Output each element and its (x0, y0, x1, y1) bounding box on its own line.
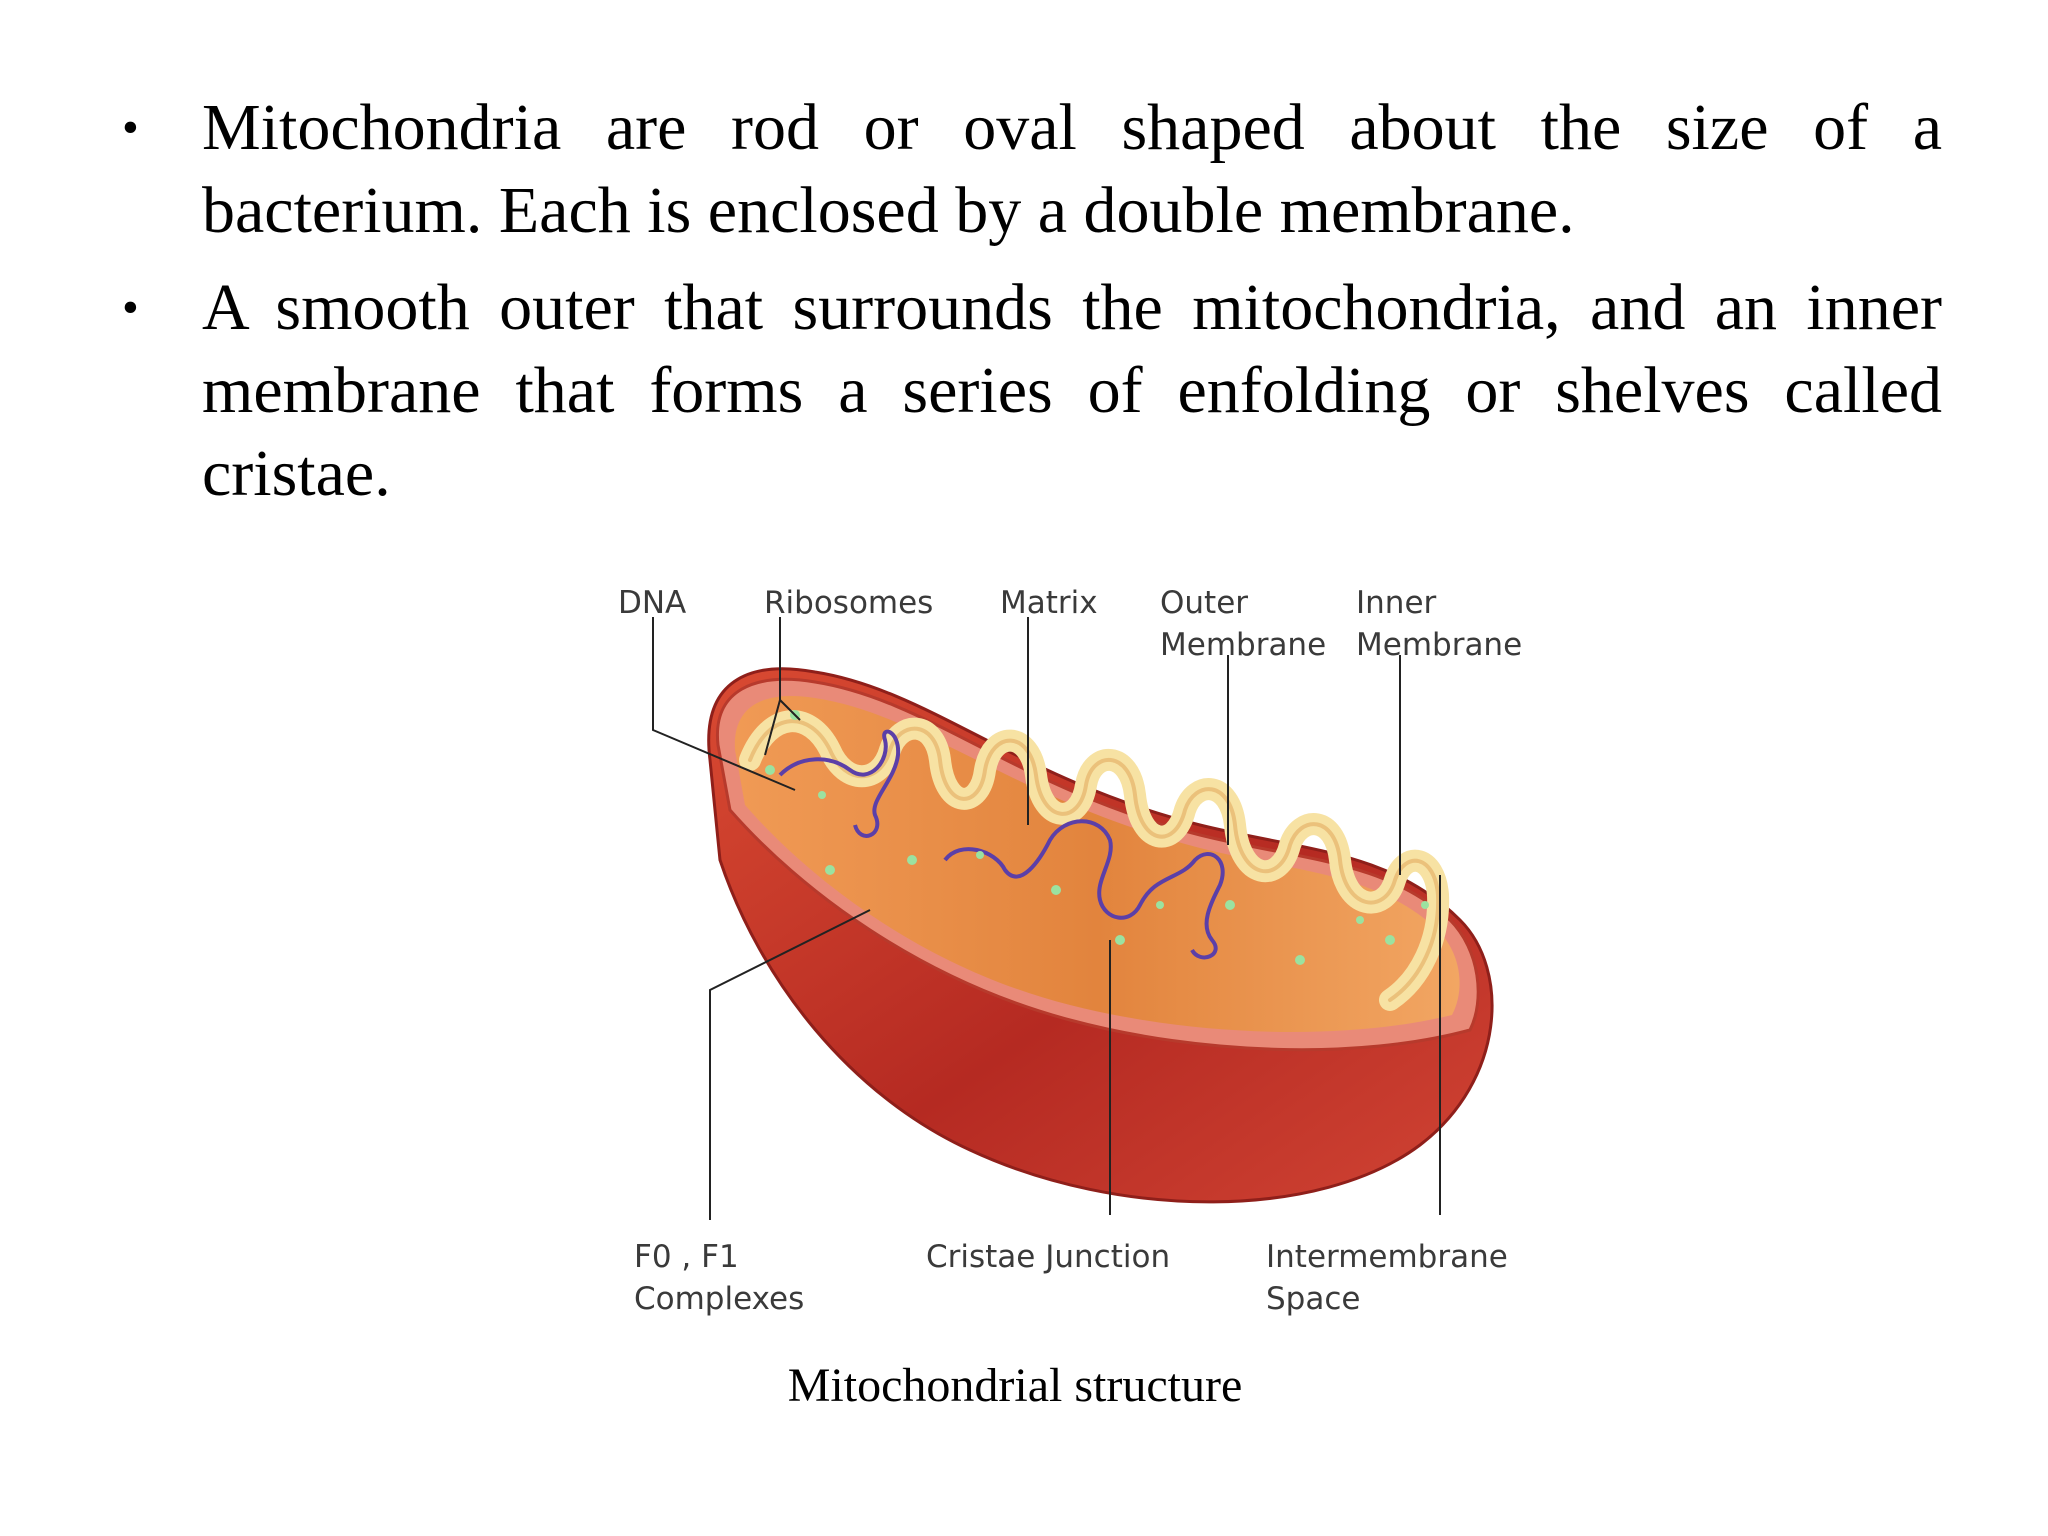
label-ribosomes: Ribosomes (764, 585, 934, 621)
mitochondria-illustration (652, 617, 1494, 1220)
intermembrane-space-area (734, 695, 1460, 1032)
leader-lines (652, 617, 1441, 1220)
label-f0-f1-line2: Complexes (634, 1281, 805, 1317)
bullet-list: • Mitochondria are rod or oval shaped ab… (122, 86, 1942, 515)
label-inner-membrane-line2: Membrane (1356, 627, 1523, 663)
bullet-text: Mitochondria are rod or oval shaped abou… (202, 91, 1942, 247)
label-intermembrane-line1: Intermembrane (1266, 1239, 1508, 1275)
label-inner-membrane-line1: Inner (1356, 585, 1437, 621)
dna-strand (778, 729, 901, 838)
ribosome-dots (765, 710, 1429, 965)
mitochondria-diagram: DNA Ribosomes Matrix Outer Membrane Inne… (600, 560, 1560, 1350)
dna-strand (943, 819, 1225, 960)
label-intermembrane-line2: Space (1266, 1281, 1361, 1317)
cristae-fold-edges (748, 719, 1441, 1002)
label-f0-f1-line1: F0 , F1 (634, 1239, 739, 1275)
bullet-marker: • (122, 101, 139, 154)
bullet-item: • A smooth outer that surrounds the mito… (122, 266, 1942, 515)
bullet-item: • Mitochondria are rod or oval shaped ab… (122, 86, 1942, 252)
figure-caption: Mitochondrial structure (787, 1359, 1243, 1412)
label-matrix: Matrix (1000, 585, 1098, 621)
label-outer-membrane-line1: Outer (1160, 585, 1249, 621)
bullet-marker: • (122, 281, 139, 334)
bullet-text: A smooth outer that surrounds the mitoch… (202, 271, 1942, 510)
label-dna: DNA (618, 585, 687, 621)
label-outer-membrane-line2: Membrane (1160, 627, 1327, 663)
label-cristae-junction: Cristae Junction (926, 1239, 1171, 1275)
